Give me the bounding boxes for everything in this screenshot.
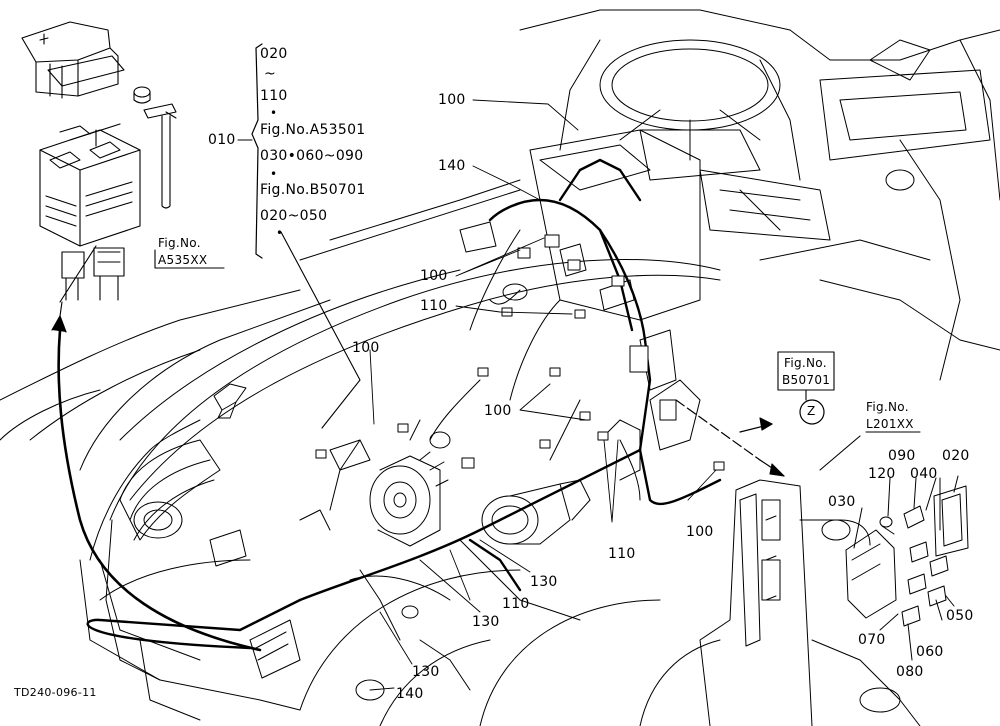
fig-l201-label: Fig.No.: [866, 400, 909, 414]
part-110-mid: 110: [420, 298, 448, 314]
fig-a535-label: Fig.No.: [158, 236, 201, 250]
part-130-a: 130: [530, 574, 558, 590]
sequence-1: 030•060~090: [260, 148, 364, 164]
dashboard-steering: [519, 9, 1000, 381]
drawing-code: TD240-096-11: [14, 686, 97, 699]
tilde-mark: ~: [264, 66, 277, 82]
part-100-mid: 100: [420, 268, 448, 284]
part-130-c: 130: [412, 664, 440, 680]
wiring-harness: [86, 158, 722, 650]
fig-b50701: Fig.No.B50701: [260, 182, 366, 198]
fig-l201-code: L201XX: [866, 417, 914, 431]
part-090: 090: [888, 448, 916, 464]
part-140-bottom: 140: [396, 686, 424, 702]
code-010: 010: [208, 132, 236, 148]
part-leaders: [369, 99, 717, 691]
part-070: 070: [858, 632, 886, 648]
part-100-right: 100: [686, 524, 714, 540]
sequence-2: 020~050: [260, 208, 328, 224]
part-120: 120: [868, 466, 896, 482]
part-100-left: 100: [352, 340, 380, 356]
part-110-right: 110: [608, 546, 636, 562]
part-100-center: 100: [484, 403, 512, 419]
fig-a535-code: A535XX: [158, 253, 208, 267]
fuse-holder-inset: [699, 475, 969, 726]
code-110-header: 110: [260, 88, 288, 104]
part-080: 080: [896, 664, 924, 680]
branch-wires: [329, 229, 641, 511]
part-140-top: 140: [438, 158, 466, 174]
part-060: 060: [916, 644, 944, 660]
bullet-1: •: [270, 106, 278, 120]
part-020: 020: [942, 448, 970, 464]
part-040: 040: [910, 466, 938, 482]
bullet-2: •: [270, 167, 278, 181]
bullet-3: •: [276, 226, 284, 240]
part-110-low: 110: [502, 596, 530, 612]
fig-z-label: Fig.No.: [784, 356, 827, 370]
part-050: 050: [946, 608, 974, 624]
part-100-top: 100: [438, 92, 466, 108]
part-130-b: 130: [472, 614, 500, 630]
fig-a53501: Fig.No.A53501: [260, 122, 366, 138]
connectors: [315, 234, 725, 471]
tractor-hood: [0, 179, 721, 726]
part-030: 030: [828, 494, 856, 510]
a535-underline: [154, 249, 225, 269]
fig-z-code: B50701: [782, 373, 831, 387]
fuse-box-inset: [21, 21, 177, 301]
z-view-mark: Z: [807, 404, 816, 418]
code-020-header: 020: [260, 46, 288, 62]
